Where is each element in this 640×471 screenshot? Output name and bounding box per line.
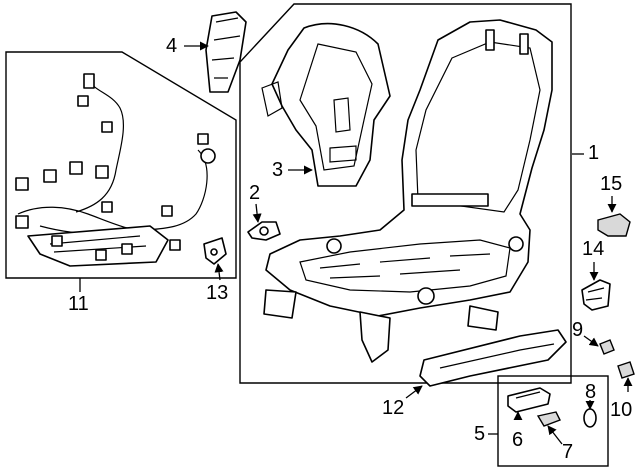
callout-8: 8	[585, 381, 597, 403]
seat-frame-part	[263, 19, 553, 363]
callout-15: 15	[600, 173, 623, 195]
callout-13: 13	[206, 282, 229, 304]
switch-7-part	[536, 411, 561, 427]
frame-assembly-box	[239, 3, 572, 384]
wiring-harness-part	[15, 73, 216, 267]
callout-11: 11	[68, 293, 89, 315]
small-bracket-9-part	[599, 339, 615, 355]
small-bracket-10-part	[617, 361, 635, 379]
clip-part	[203, 237, 227, 265]
callout-6: 6	[512, 429, 524, 451]
callout-4: 4	[166, 35, 178, 57]
callout-5: 5	[474, 423, 486, 445]
callout-3: 3	[272, 159, 284, 181]
leader-lines	[79, 41, 633, 445]
end-cover-part	[581, 279, 611, 311]
switch-kit-box	[497, 375, 609, 467]
side-trim-part	[419, 329, 567, 387]
callout-12: 12	[382, 397, 405, 419]
callout-7: 7	[562, 441, 574, 463]
callout-2: 2	[249, 182, 261, 204]
seat-back-panel-part	[261, 22, 391, 187]
knob-part	[247, 221, 281, 241]
switch-6-part	[507, 387, 551, 413]
callout-14: 14	[582, 238, 605, 260]
cover-cap-part	[597, 213, 631, 237]
callout-1: 1	[588, 142, 600, 164]
callout-10: 10	[610, 399, 633, 421]
knob-8-part	[583, 408, 597, 428]
side-shield-part	[205, 11, 247, 93]
callout-9: 9	[572, 319, 584, 341]
wiring-harness-box	[5, 51, 237, 279]
